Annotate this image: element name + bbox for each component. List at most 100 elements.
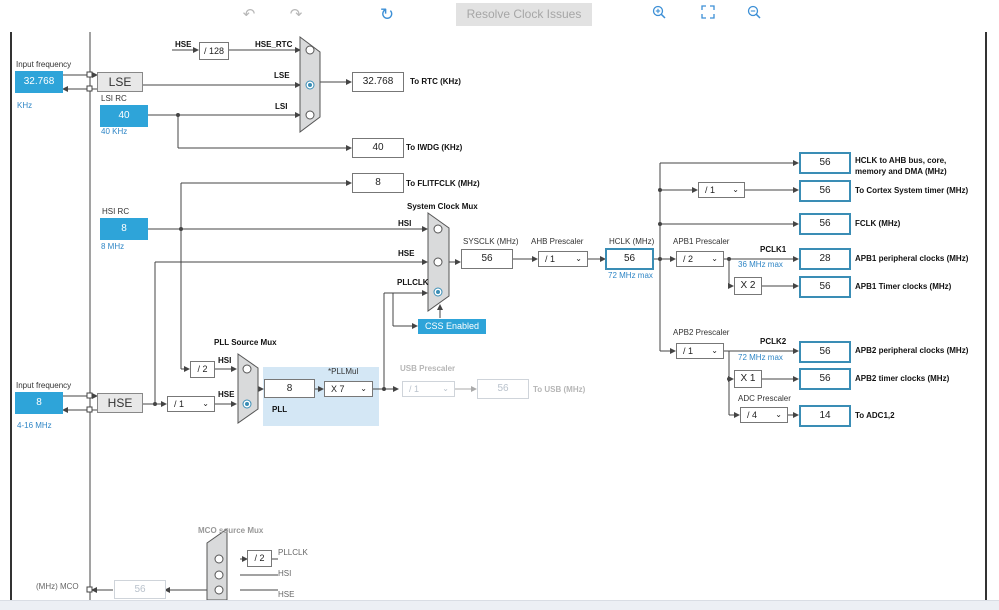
cortex-timer-divider-select[interactable]: / 1⌄	[698, 182, 745, 198]
mco-hsi-label: HSI	[278, 569, 292, 578]
redo-icon[interactable]: ↷	[289, 6, 303, 23]
sysmux-hse-label: HSE	[398, 249, 415, 258]
apb1-timer-label: APB1 Timer clocks (MHz)	[855, 282, 952, 291]
mco-output-value: 56	[114, 580, 166, 599]
ahb-prescaler-title: AHB Prescaler	[531, 237, 584, 246]
apb1-prescaler-select[interactable]: / 2⌄	[676, 251, 724, 267]
cortex-timer-output-field[interactable]: 56	[799, 180, 851, 202]
chevron-down-icon: ⌄	[442, 384, 449, 393]
rtc-output-value: 32.768	[352, 72, 404, 92]
zoom-in-icon[interactable]	[648, 5, 670, 25]
pll-source-mux-title: PLL Source Mux	[214, 338, 277, 347]
hse-input-frequency-label: Input frequency	[16, 381, 72, 390]
mco-pllclk-label: PLLCLK	[278, 548, 308, 557]
flitf-output-label: To FLITFCLK (MHz)	[406, 179, 480, 188]
hsi-unit-label: 8 MHz	[101, 242, 125, 251]
pll-mul-title: *PLLMul	[328, 367, 359, 376]
adc-prescaler-title: ADC Prescaler	[738, 394, 791, 403]
lsi-unit-label: 40 KHz	[101, 127, 128, 136]
rtc-lsi-label: LSI	[275, 102, 288, 111]
apb1-timer-multiplier: X 2	[734, 277, 762, 295]
rtc-lse-label: LSE	[274, 71, 290, 80]
pll-hse-label: HSE	[218, 390, 235, 399]
system-clock-mux	[427, 212, 450, 312]
hse-prediv-select[interactable]: / 1⌄	[167, 396, 215, 412]
sysmux-hsi-label: HSI	[398, 219, 412, 228]
mco-source-mux	[206, 528, 228, 601]
mco-output-label: (MHz) MCO	[36, 582, 79, 591]
hclk-ahb-output-field[interactable]: 56	[799, 152, 851, 174]
hse-input-frequency-field[interactable]: 8	[15, 392, 63, 414]
lse-input-frequency-field[interactable]: 32.768	[15, 71, 63, 93]
refresh-icon[interactable]: ↻	[379, 5, 395, 24]
css-enabled-button[interactable]: CSS Enabled	[418, 319, 486, 334]
hse-unit-label: 4-16 MHz	[17, 421, 52, 430]
chevron-down-icon: ⌄	[732, 185, 739, 194]
hclk-ahb-label-line2: memory and DMA (MHz)	[855, 167, 947, 176]
toolbar: ↶ ↷ ↻ Resolve Clock Issues	[0, 0, 999, 30]
hse-rtc-label: HSE_RTC	[255, 40, 293, 49]
apb2-timer-output-field[interactable]: 56	[799, 368, 851, 390]
usb-prescaler-select[interactable]: / 1⌄	[402, 381, 455, 397]
chevron-down-icon: ⌄	[575, 254, 582, 263]
zoom-out-icon[interactable]	[743, 5, 765, 25]
apb2-timer-label: APB2 timer clocks (MHz)	[855, 374, 950, 383]
mco-hse-label: HSE	[278, 590, 295, 599]
hse-rtc-divider: / 128	[199, 42, 229, 60]
frame-right-border	[985, 32, 987, 609]
apb2-prescaler-select[interactable]: / 1⌄	[676, 343, 724, 359]
lse-input-frequency-label: Input frequency	[16, 60, 72, 69]
lsi-rc-title: LSI RC	[101, 94, 127, 103]
usb-output-label: To USB (MHz)	[533, 385, 586, 394]
pll-mul-select[interactable]: X 7⌄	[324, 381, 373, 397]
ahb-prescaler-select[interactable]: / 1⌄	[538, 251, 588, 267]
sysclk-value: 56	[461, 249, 513, 269]
lse-oscillator[interactable]: LSE	[97, 72, 143, 92]
adc-output-field[interactable]: 14	[799, 405, 851, 427]
chevron-down-icon: ⌄	[711, 254, 718, 263]
mco-pll-divider: / 2	[247, 550, 272, 567]
apb1-timer-output-field[interactable]: 56	[799, 276, 851, 298]
pclk2-label: PCLK2	[760, 337, 787, 346]
pll-label: PLL	[272, 405, 288, 414]
pll-input-value: 8	[264, 379, 315, 398]
resolve-clock-issues-button[interactable]: Resolve Clock Issues	[456, 3, 592, 26]
apb2-peripheral-output-field[interactable]: 56	[799, 341, 851, 363]
chevron-down-icon: ⌄	[775, 410, 782, 419]
apb2-peripheral-label: APB2 peripheral clocks (MHz)	[855, 346, 969, 355]
hclk-title: HCLK (MHz)	[609, 237, 655, 246]
hclk-value-field[interactable]: 56	[605, 248, 654, 270]
apb1-prescaler-title: APB1 Prescaler	[673, 237, 730, 246]
chevron-down-icon: ⌄	[360, 384, 367, 393]
usb-output-value: 56	[477, 379, 529, 399]
bottom-scrollbar[interactable]	[0, 600, 999, 610]
fclk-label: FCLK (MHz)	[855, 219, 901, 228]
hsi-rc-value: 8	[100, 218, 148, 240]
usb-prescaler-title: USB Prescaler	[400, 364, 456, 373]
apb1-peripheral-label: APB1 peripheral clocks (MHz)	[855, 254, 969, 263]
hsi-rc-title: HSI RC	[102, 207, 130, 216]
adc-output-label: To ADC1,2	[855, 411, 895, 420]
lse-unit-label: KHz	[17, 101, 33, 110]
apb1-peripheral-output-field[interactable]: 28	[799, 248, 851, 270]
pclk1-label: PCLK1	[760, 245, 787, 254]
pll-hsi-divider: / 2	[190, 361, 215, 378]
undo-icon[interactable]: ↶	[242, 6, 256, 23]
hse-oscillator[interactable]: HSE	[97, 393, 143, 413]
apb1-max-label: 36 MHz max	[738, 260, 783, 269]
adc-prescaler-select[interactable]: / 4⌄	[740, 407, 788, 423]
chevron-down-icon: ⌄	[711, 346, 718, 355]
apb2-max-label: 72 MHz max	[738, 353, 783, 362]
lsi-rc-value: 40	[100, 105, 148, 127]
pll-hsi-label: HSI	[218, 356, 232, 365]
sysclk-title: SYSCLK (MHz)	[463, 237, 519, 246]
fit-screen-icon[interactable]	[697, 5, 719, 25]
fclk-output-field[interactable]: 56	[799, 213, 851, 235]
apb2-timer-multiplier: X 1	[734, 370, 762, 388]
flitf-output-value: 8	[352, 173, 404, 193]
iwdg-output-value: 40	[352, 138, 404, 158]
rtc-output-label: To RTC (KHz)	[410, 77, 461, 86]
pll-source-mux	[237, 353, 259, 424]
rtc-mux	[299, 36, 321, 133]
